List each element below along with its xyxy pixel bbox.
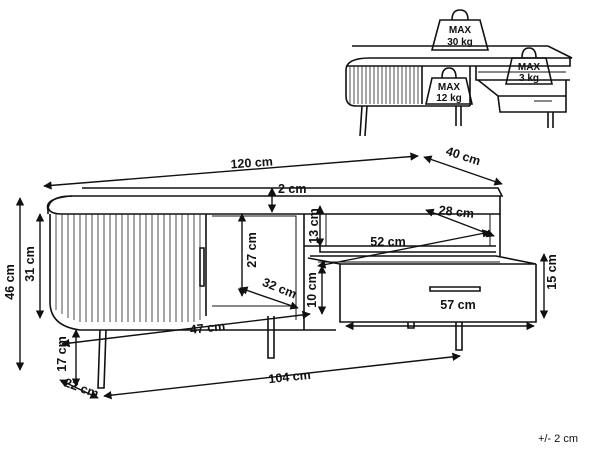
weight-drawer-label: MAX: [518, 62, 541, 73]
dim-depth: 40 cm: [444, 144, 482, 168]
dim-cabinet-inner-width: 47 cm: [189, 319, 226, 337]
leg-back-left: [267, 316, 275, 359]
dimension-lines: [15, 152, 549, 400]
weight-top-value: 30 kg: [447, 37, 473, 48]
dim-shelf-depth: 28 cm: [438, 203, 475, 221]
weight-middle-value: 12 kg: [436, 93, 462, 104]
door-handle: [199, 247, 205, 287]
dim-drawer-width: 57 cm: [440, 298, 475, 312]
weight-drawer-value: 3 kg: [519, 73, 539, 84]
leg-front-right: [455, 322, 463, 351]
dim-drawer-inner-width: 52 cm: [370, 235, 405, 249]
weight-top-label: MAX: [449, 25, 472, 36]
dim-body-height: 31 cm: [23, 246, 37, 281]
weight-icon-drawer: MAX 3 kg: [504, 47, 554, 85]
dim-top-thickness: 2 cm: [278, 182, 307, 196]
weight-icon-middle: MAX 12 kg: [424, 67, 474, 105]
dim-leg-depth: 22 cm: [62, 376, 100, 401]
weight-icon-top: MAX 30 kg: [430, 9, 490, 51]
dim-cabinet-inner-height: 27 cm: [245, 232, 259, 267]
dim-height-total: 46 cm: [3, 264, 17, 299]
inset-illustration: [345, 45, 573, 137]
dim-leg-height: 17 cm: [55, 336, 69, 371]
weight-middle-label: MAX: [438, 82, 461, 93]
inset-cabinet-slats: [349, 66, 419, 104]
dim-shelf-height: 13 cm: [307, 208, 321, 243]
dim-drawer-inner-height: 10 cm: [305, 272, 319, 307]
tolerance-note: +/- 2 cm: [538, 433, 578, 445]
drawer-handle: [429, 286, 481, 292]
leg-back-right: [407, 322, 415, 329]
cabinet-slats: [55, 214, 201, 322]
dim-drawer-height: 15 cm: [545, 254, 559, 289]
dim-leg-span: 104 cm: [268, 368, 312, 386]
dim-width: 120 cm: [230, 155, 273, 172]
